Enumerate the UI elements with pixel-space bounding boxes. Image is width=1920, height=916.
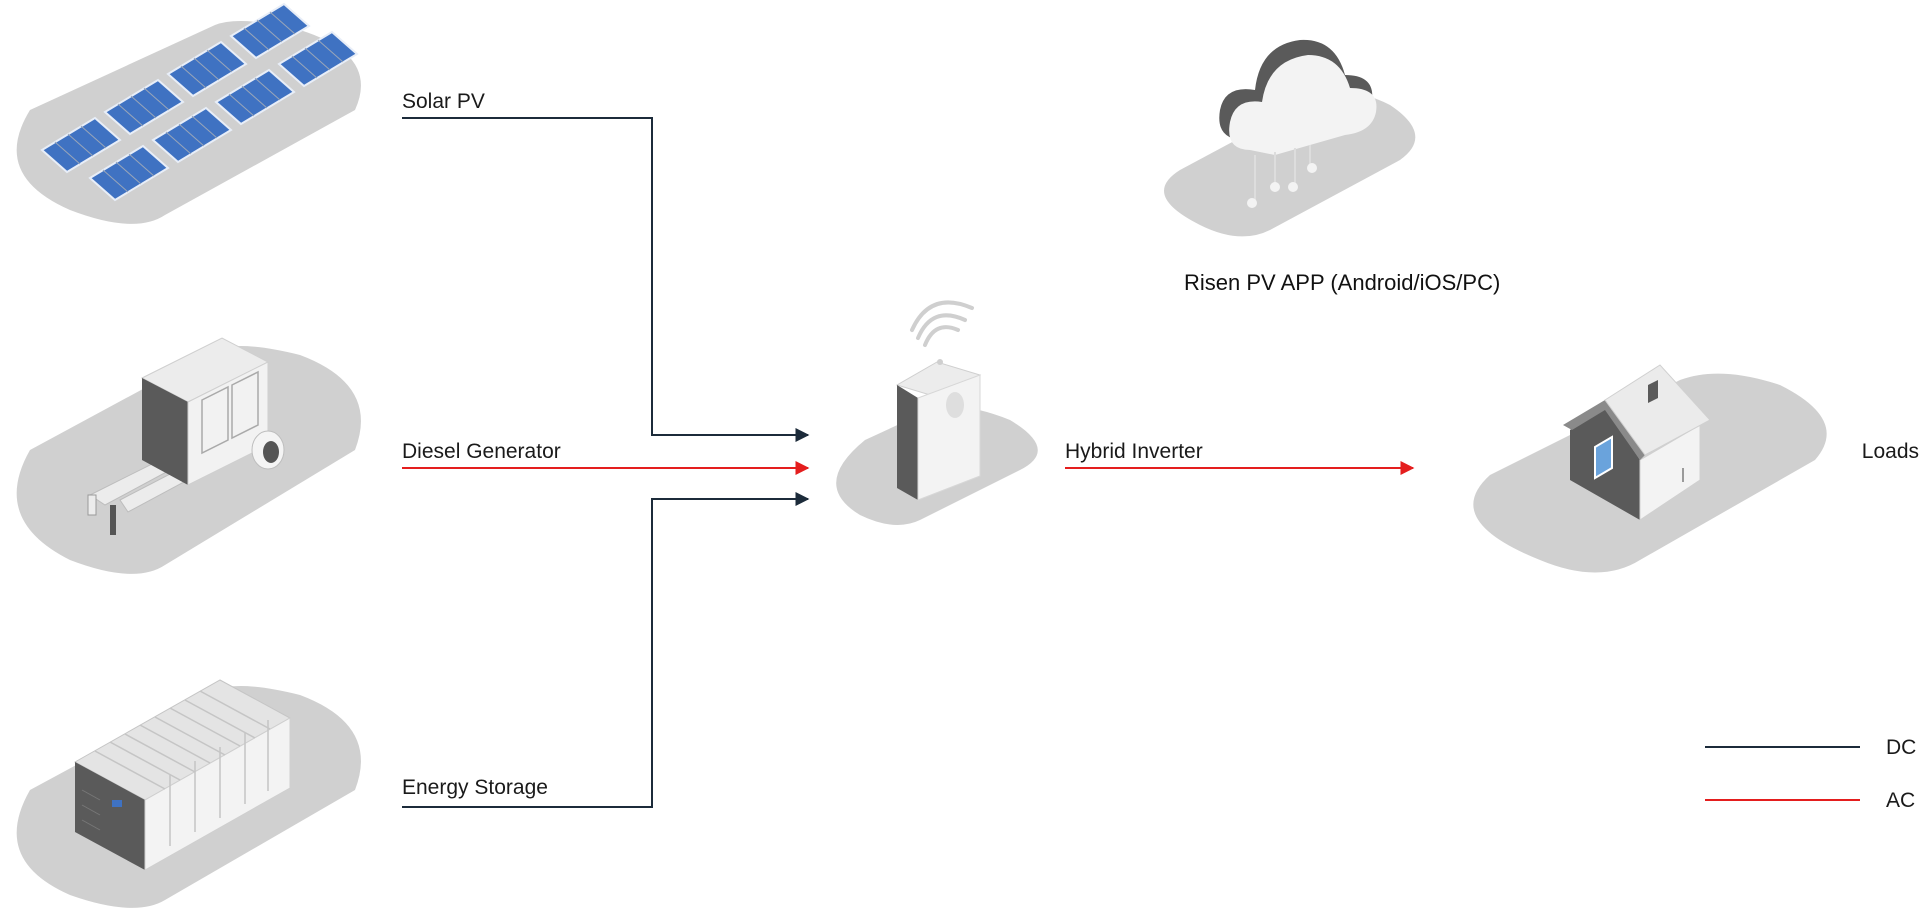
- solar-pv-label: Solar PV: [402, 90, 485, 113]
- solar-panels-icon: [16, 2, 361, 224]
- wifi-icon: [910, 300, 974, 347]
- energy-storage-label: Energy Storage: [402, 776, 548, 799]
- legend-dc-label: DC: [1886, 736, 1916, 759]
- legend: DC AC: [1705, 736, 1916, 812]
- generator-trailer-icon: [16, 337, 361, 574]
- loads-label: Loads: [1862, 440, 1919, 463]
- storage-dc-connector: [402, 492, 810, 808]
- solar-dc-connector: [402, 117, 810, 442]
- house-icon: [1473, 364, 1827, 573]
- diesel-generator-label: Diesel Generator: [402, 440, 561, 463]
- app-label: Risen PV APP (Android/iOS/PC): [1184, 270, 1500, 295]
- container-battery-icon: [16, 679, 361, 908]
- hybrid-inverter-label: Hybrid Inverter: [1065, 440, 1203, 463]
- inverter-icon: [836, 300, 1038, 525]
- legend-ac-label: AC: [1886, 789, 1915, 812]
- cloud-icon: [1164, 39, 1416, 237]
